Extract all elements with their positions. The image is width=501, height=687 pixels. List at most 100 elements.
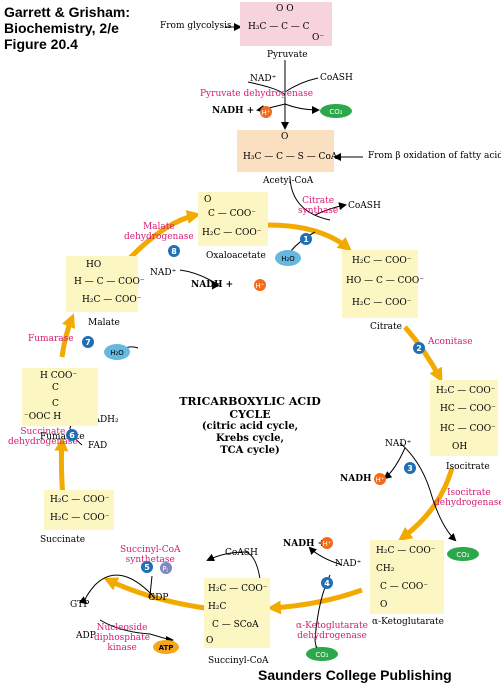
ndk-line2: diphosphate [94,633,151,643]
cycle-title: TRICARBOXYLIC ACID CYCLE [175,395,325,421]
akgdh-nadh: NADH + [283,539,325,549]
coash-in [284,77,319,93]
acetylcoa-chain: H₃C — C — S — CoA [243,152,338,162]
succinate-structure: H₂C — COO⁻ H₂C — COO⁻ [44,490,114,530]
pdh-nad: NAD⁺ [250,74,277,84]
akg-o: O [380,600,388,610]
citrate-synthase-line1: Citrate [302,196,335,206]
scoa-line2: H₂C [208,602,227,612]
akgdh-nad: NAD⁺ [335,559,362,569]
aconitase-enzyme: Aconitase [428,337,473,347]
oaa-o: O [204,195,212,205]
arrow-succinylcoa-to-succinate [103,577,206,611]
akg-line2: CH₂ [376,564,395,574]
pyruvate-oxide: O⁻ [312,33,325,43]
fumarate-line1: H COO⁻ [40,371,78,381]
acetylcoa-structure: O H₃C — C — S — CoA [237,130,338,172]
acetyl-join [289,177,331,221]
fumarate-c2: C [52,399,59,409]
cycle-title-line1: TRICARBOXYLIC ACID [179,395,321,408]
ndk-line1: Nucleoside [96,623,148,633]
mdh-nadh [179,269,220,290]
isocitrate-oh: OH [452,442,468,452]
coash-release [314,202,347,216]
isocitrate-line2: HC — COO⁻ [440,404,496,414]
cycle-title-line3: (citric acid cycle, [201,421,299,432]
cycle-title-line4: Krebs cycle, [215,433,285,444]
fadh2-label: FADH₂ [88,415,119,425]
fumarase-enzyme: Fumarase [28,334,74,344]
succinate-line2: H₂C — COO⁻ [50,513,110,523]
pyruvate-carbonyls: O O [276,4,294,14]
arrow-citrate-to-isocitrate [403,325,443,383]
adp-label: ADP [76,631,96,641]
isocitrate-line1: H₂C — COO⁻ [436,386,496,396]
sdh-line2: dehydrogenase [8,437,78,447]
arrow-malate-to-oaa [128,210,201,260]
icdh-nadh [383,447,406,480]
input-fatty-acids: From β oxidation of fatty acids [368,151,501,161]
pyruvate-chain: H₃C — C — C [248,22,310,32]
isocitrate-line3: HC — COO⁻ [440,424,496,434]
scs-enzyme: Succinyl-CoA synthetase [120,545,181,565]
co2-out-pdh [284,103,320,114]
scoa-line1: H₂C — COO⁻ [208,584,268,594]
arrow-isocitrate-to-akg [397,467,455,541]
pdh-nadh-text: NADH [212,106,244,116]
mdh-nadh: NADH + [191,280,233,290]
icdh-nadh: NADH + [340,474,382,484]
pdh-enzyme: Pyruvate dehydrogenase [200,89,314,99]
mdh-plus: + [225,280,234,290]
icdh-line2: dehydrogenase [434,498,501,508]
oaa-line2: C — COO⁻ [208,209,257,219]
malate-line2: H — C — COO⁻ [74,277,145,287]
pyruvate-label: Pyruvate [267,50,308,60]
icdh-plus: + [374,474,383,484]
icdh-co2 [399,442,457,542]
cycle-title-line5: TCA cycle) [220,445,280,456]
oxaloacetate-structure: O C — COO⁻ H₂C — COO⁻ [198,192,268,246]
fumarate-label: Fumarate [40,432,85,442]
scs-coash: CoASH [225,548,258,558]
citrate-structure: H₂C — COO⁻ HO — C — COO⁻ H₂C — COO⁻ [342,250,424,318]
icdh-line1: Isocitrate [446,488,491,498]
citrate-label: Citrate [370,322,402,332]
scs-line2: synthetase [125,555,175,565]
gtp-label: GTP [70,600,90,610]
arrow-fumarate-to-malate [59,313,76,358]
arrow-oaa-to-citrate [267,222,352,252]
gdp-label: GDP [148,593,169,603]
succinate-label: Succinate [40,535,86,545]
pyruvate-structure: O O H₃C — C — C O⁻ [240,2,332,46]
figure-header: Garrett & Grisham: Biochemistry, 2/e Fig… [4,4,130,52]
succinylcoa-label: Succinyl-CoA [208,656,269,666]
nad-in [247,81,286,97]
scoa-line3: C — SCoA [212,620,259,630]
malate-structure: HO H — C — COO⁻ H₂C — COO⁻ [66,256,145,312]
isocitrate-label: Isocitrate [446,462,490,472]
malate-label: Malate [88,318,120,328]
scoa-o: O [206,636,214,646]
sdh-enzyme: Succinate dehydrogenase [8,427,78,447]
header-line-2: Biochemistry, 2/e [4,20,119,36]
water-in-cs [289,231,316,253]
akg-line1: H₂C — COO⁻ [376,546,436,556]
akgdh-enzyme: α-Ketoglutarate dehydrogenase [296,621,368,641]
gdp-to-gtp [78,574,156,605]
acetylcoa-label: Acetyl-CoA [263,176,314,186]
akgdh-nadh-text: NADH [283,539,315,549]
fumarase-water [119,346,139,351]
cycle-subtitle: (citric acid cycle, Krebs cycle, TCA cyc… [175,421,325,457]
fad-label: FAD [88,441,108,451]
mdh-nad: NAD⁺ [150,268,177,278]
isocitrate-structure: H₂C — COO⁻ HC — COO⁻ HC — COO⁻ OH [430,380,498,456]
pdh-nadh: NADH + [212,106,254,116]
akg-structure: H₂C — COO⁻ CH₂ C — COO⁻ O [370,540,444,614]
fumarate-line4: ⁻OOC H [24,412,62,422]
icdh-nadh-text: NADH [340,474,372,484]
header-line-1: Garrett & Grisham: [4,4,131,20]
oaa-line3: H₂C — COO⁻ [202,228,262,238]
akgdh-line1: α-Ketoglutarate [296,621,368,631]
scs-line1: Succinyl-CoA [120,545,181,555]
citrate-synthase-line2: synthase [298,206,339,216]
